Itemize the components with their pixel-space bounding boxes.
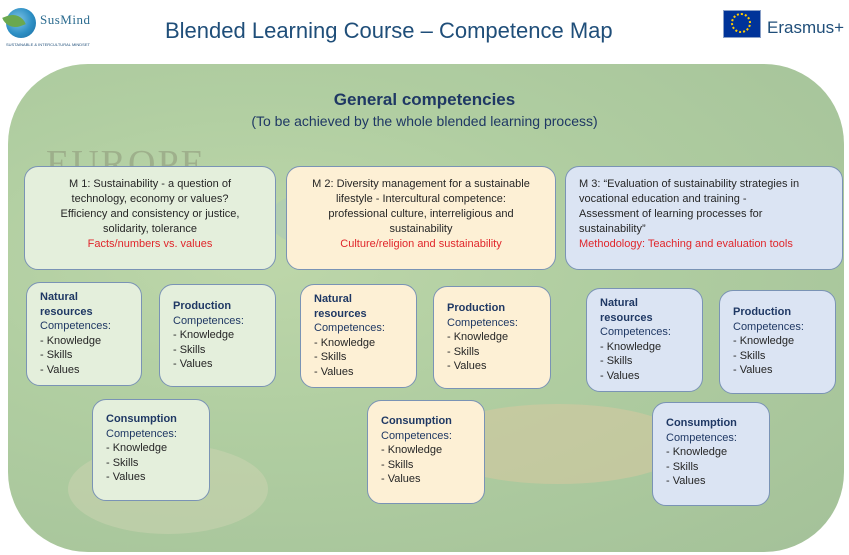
module-2-line: M 2: Diversity management for a sustaina… [312,178,530,190]
m3-consumption-box: Consumption Competences: - Knowledge - S… [652,402,770,506]
values-item: - Values [447,360,487,372]
module-1-line: solidarity, tolerance [103,223,197,235]
module-1-box: M 1: Sustainability - a question of tech… [24,166,276,270]
skills-item: - Skills [173,343,206,356]
box-heading: Consumption [106,413,177,425]
page-title: Blended Learning Course – Competence Map [165,18,613,43]
knowledge-item: - Knowledge [173,329,235,341]
module-2-line: professional culture, interreligious and [328,208,514,220]
box-heading: Production [447,302,506,314]
m1-production-box: Production Competences: - Knowledge - Sk… [159,284,276,387]
m3-production-box: Production Competences: - Knowledge - Sk… [719,290,836,394]
knowledge-item: - Knowledge [733,335,795,347]
box-heading: Production [733,306,792,318]
m3-natural-resources-box: Natural resources Competences: - Knowled… [586,288,703,392]
module-1-line: M 1: Sustainability - a question of [68,178,232,190]
module-1-highlight: Facts/numbers vs. values [87,238,213,250]
erasmus-logo: Erasmus+ [723,10,847,50]
module-2-highlight: Culture/religion and sustainability [340,238,502,250]
skills-item: - Skills [381,458,414,471]
logo-brand: SusMind [40,12,91,27]
competences-label: Competences: [314,322,385,334]
knowledge-item: - Knowledge [314,336,376,349]
knowledge-item: - Knowledge [666,446,728,458]
m1-natural-resources-box: Natural resources Competences: - Knowled… [26,282,142,386]
module-1-line: Efficiency and consistency or justice, [60,208,240,220]
skills-item: - Skills [40,349,73,361]
eu-flag-icon [723,10,761,38]
module-1-line: technology, economy or values? [71,193,229,205]
box-heading: Natural [314,293,352,305]
general-competencies-subtitle: (To be achieved by the whole blended lea… [251,113,598,129]
skills-item: - Skills [447,345,480,358]
module-2-box: M 2: Diversity management for a sustaina… [286,166,556,270]
m2-natural-resources-box: Natural resources Competences: - Knowled… [300,284,417,388]
box-heading: Consumption [666,417,737,429]
values-item: - Values [381,473,421,485]
skills-item: - Skills [314,351,347,363]
values-item: - Values [733,364,773,376]
knowledge-item: - Knowledge [600,340,662,353]
knowledge-item: - Knowledge [447,331,509,343]
competences-label: Competences: [447,316,518,329]
values-item: - Values [600,369,640,382]
knowledge-item: - Knowledge [106,442,168,454]
logo-tagline: SUSTAINABLE & INTERCULTURAL MINDSET [6,42,90,47]
box-heading: Natural [40,291,78,303]
m2-production-box: Production Competences: - Knowledge - Sk… [433,286,551,389]
box-heading: Consumption [381,415,452,427]
values-item: - Values [666,475,706,487]
skills-item: - Skills [106,456,139,469]
values-item: - Values [173,358,213,370]
module-2-line: sustainability [389,223,453,235]
module-3-highlight: Methodology: Teaching and evaluation too… [579,238,793,250]
module-3-line: sustainability” [579,223,646,235]
skills-item: - Skills [600,355,633,367]
knowledge-item: - Knowledge [381,444,443,456]
module-3-box: M 3: “Evaluation of sustainability strat… [565,166,843,270]
competences-label: Competences: [733,320,804,333]
competences-label: Competences: [666,431,737,444]
box-heading: Natural [600,297,638,309]
erasmus-label: Erasmus+ [767,18,844,37]
competences-label: Competences: [106,427,177,440]
header: SusMind SUSTAINABLE & INTERCULTURAL MIND… [0,0,849,62]
competences-label: Competences: [381,429,452,442]
box-heading: resources [600,311,653,324]
m1-consumption-box: Consumption Competences: - Knowledge - S… [92,399,210,501]
susmind-logo: SusMind SUSTAINABLE & INTERCULTURAL MIND… [2,8,124,56]
skills-item: - Skills [666,460,699,473]
module-3-line: Assessment of learning processes for [579,208,763,220]
competences-label: Competences: [40,320,111,332]
m2-consumption-box: Consumption Competences: - Knowledge - S… [367,400,485,504]
competences-label: Competences: [600,326,671,338]
general-competencies-title: General competencies [333,90,516,109]
competences-label: Competences: [173,314,244,327]
box-heading: Production [173,300,232,312]
skills-item: - Skills [733,349,766,362]
values-item: - Values [40,363,80,376]
values-item: - Values [314,365,354,378]
box-heading: resources [314,307,367,320]
knowledge-item: - Knowledge [40,334,102,347]
module-3-line: M 3: “Evaluation of sustainability strat… [579,178,800,190]
values-item: - Values [106,471,146,483]
box-heading: resources [40,305,93,318]
module-2-line: lifestyle - Intercultural competence: [336,193,506,205]
module-3-line: vocational education and training - [579,193,747,205]
